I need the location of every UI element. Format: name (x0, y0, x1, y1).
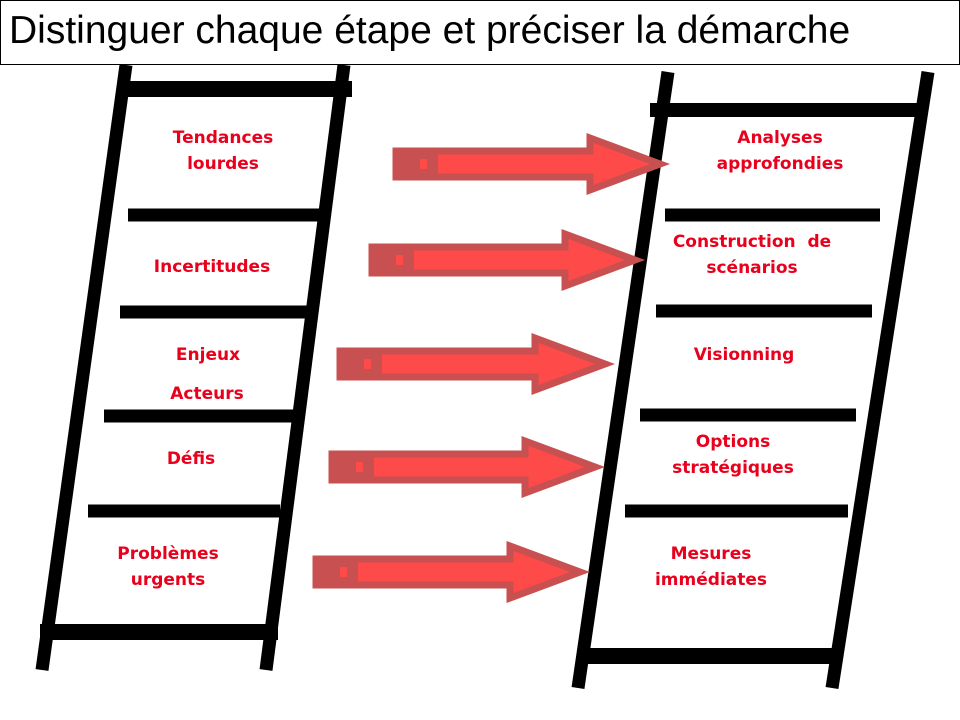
label: Acteurs (170, 384, 244, 404)
arrow-right-icon (392, 132, 671, 196)
arrow-tail-block (342, 353, 382, 375)
arrow-tail-mark (340, 567, 347, 577)
label: Problèmes urgents (117, 544, 219, 590)
arrow-right-icon (312, 540, 591, 604)
left-step-enjeux: Enjeux (176, 342, 240, 368)
right-step-construction: Construction de scénarios (673, 229, 831, 281)
label: Construction de scénarios (672, 232, 832, 278)
arrow-tail-block (334, 456, 374, 478)
left-step-defis: Défis (167, 446, 215, 472)
arrow-tail-block (318, 561, 358, 583)
right-step-options: Options stratégiques (672, 429, 794, 481)
arrow-tail-mark (420, 159, 427, 169)
label: Tendances lourdes (172, 128, 274, 174)
arrow-tail-block (398, 153, 438, 175)
left-step-tendances: Tendances lourdes (173, 125, 273, 177)
right-ladder-rail-right (825, 70, 935, 690)
right-ladder (571, 70, 935, 690)
arrow-right-icon (328, 435, 606, 499)
right-step-mesures: Mesures immédiates (655, 541, 767, 593)
arrow-right-icon (336, 332, 616, 396)
right-step-visionning: Visionning (694, 342, 795, 368)
left-ladder (35, 64, 352, 671)
label: Visionning (693, 345, 795, 365)
label: Analyses approfondies (716, 128, 844, 174)
left-ladder-rail-right (259, 64, 351, 671)
label: Mesures immédiates (654, 544, 768, 590)
left-step-incertitudes: Incertitudes (154, 254, 270, 280)
arrow-tail-mark (396, 255, 403, 265)
arrow-right-icon (368, 228, 646, 292)
arrow-tail-block (374, 249, 414, 271)
left-step-acteurs: Acteurs (170, 381, 244, 407)
right-step-analyses: Analyses approfondies (717, 125, 844, 177)
slide-title-box: Distinguer chaque étape et préciser la d… (0, 0, 960, 65)
label: Défis (166, 449, 216, 469)
label: Enjeux (175, 345, 241, 365)
arrow-tail-mark (356, 462, 363, 472)
arrow-tail-mark (364, 359, 371, 369)
right-ladder-rail-left (571, 71, 675, 689)
left-ladder-rail-left (35, 64, 133, 671)
slide-title: Distinguer chaque étape et préciser la d… (9, 9, 851, 52)
label: Incertitudes (153, 257, 271, 277)
label: Options stratégiques (672, 432, 794, 478)
left-step-problemes: Problèmes urgents (117, 541, 218, 593)
